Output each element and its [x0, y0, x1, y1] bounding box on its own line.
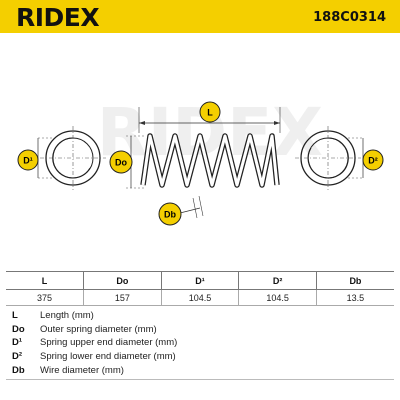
value-cell-db: 13.5	[315, 289, 394, 306]
legend-item: Do Outer spring diameter (mm)	[12, 323, 177, 337]
legend-text: Length (mm)	[40, 310, 94, 322]
d2-label: D²	[368, 156, 378, 166]
legend-item: Db Wire diameter (mm)	[12, 363, 177, 377]
legend-text: Spring lower end diameter (mm)	[40, 351, 176, 363]
legend-text: Spring upper end diameter (mm)	[40, 337, 178, 349]
value-cell-d2: 104.5	[238, 289, 317, 306]
value-cell-l: 375	[6, 289, 84, 306]
d1-badge: D¹	[17, 149, 39, 171]
header-cell-d2: D²	[238, 271, 317, 290]
l-badge: L	[199, 101, 221, 123]
header-cell-l: L	[6, 271, 84, 290]
do-badge: Do	[109, 150, 133, 174]
legend-key: D¹	[12, 337, 23, 349]
legend-text: Outer spring diameter (mm)	[40, 323, 157, 335]
part-number: 188C0314	[313, 10, 386, 25]
header-cell-do: Do	[83, 271, 162, 290]
legend-item: D² Spring lower end diameter (mm)	[12, 350, 177, 364]
spring-side-view	[140, 133, 280, 188]
header-cell-db: Db	[315, 271, 394, 290]
table-row: 375 157 104.5 104.5 13.5	[6, 289, 394, 306]
d1-label: D¹	[23, 156, 33, 166]
header-bar: RIDEX 188C0314	[0, 0, 400, 33]
lower-end-view	[295, 126, 364, 190]
legend-item: D¹ Spring upper end diameter (mm)	[12, 336, 177, 350]
legend-key: Do	[12, 323, 25, 335]
length-dimension	[138, 107, 281, 133]
spec-table: L Do D¹ D² Db 375 157 104.5 104.5 13.5	[6, 271, 394, 306]
upper-end-view	[37, 126, 106, 190]
legend-key: D²	[12, 351, 23, 363]
legend-text: Wire diameter (mm)	[40, 364, 124, 376]
value-cell-d1: 104.5	[160, 289, 239, 306]
legend: L Length (mm) Do Outer spring diameter (…	[12, 309, 177, 377]
spring-diagram: RIDEX D¹ D²	[17, 94, 384, 226]
d2-badge: D²	[362, 149, 384, 171]
legend-key: Db	[12, 364, 25, 376]
value-cell-do: 157	[83, 289, 162, 306]
l-label: L	[207, 108, 213, 118]
table-header-row: L Do D¹ D² Db	[6, 271, 394, 290]
header-cell-d1: D¹	[160, 271, 239, 290]
legend-item: L Length (mm)	[12, 309, 177, 323]
do-label: Do	[115, 158, 127, 168]
divider	[6, 379, 394, 380]
db-badge: Db	[158, 202, 182, 226]
db-label: Db	[164, 210, 176, 220]
legend-key: L	[12, 310, 18, 322]
wire-diameter-dimension	[179, 195, 204, 219]
brand-logo: RIDEX	[16, 3, 100, 32]
